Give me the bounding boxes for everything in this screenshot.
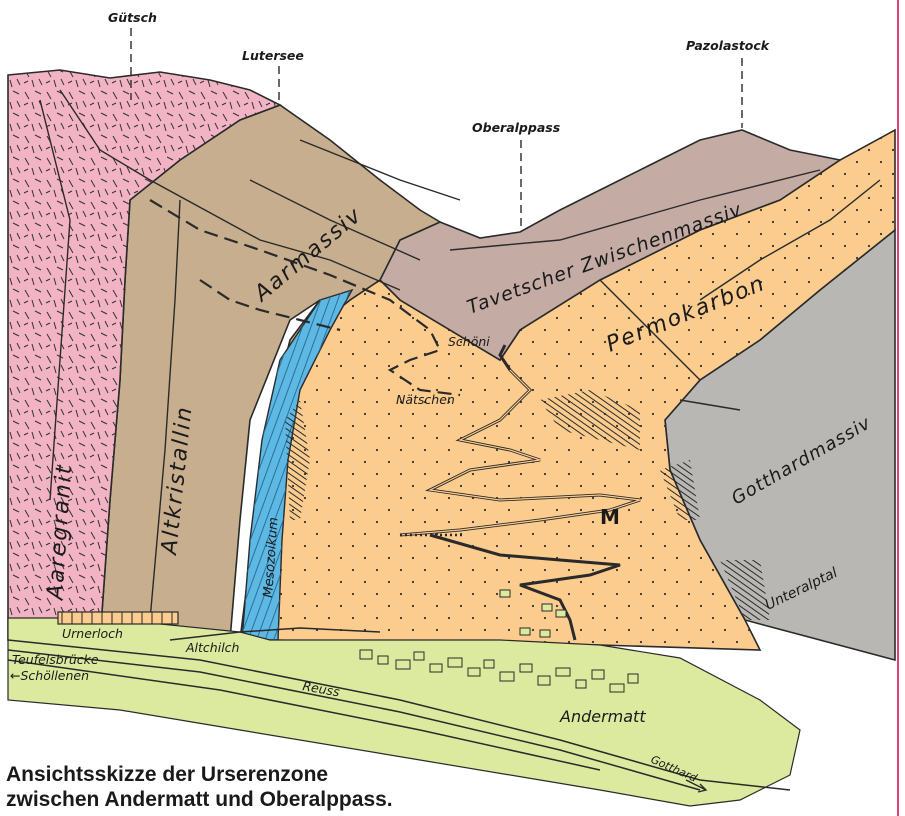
peak-label-guetsch: Gütsch [108, 10, 157, 25]
peak-label-lutersee: Lutersee [242, 48, 304, 63]
place-label-marker-m: M [600, 505, 620, 529]
place-label-schoeni: Schöni [448, 334, 490, 349]
place-label-schoellenen: ←Schöllenen [10, 668, 89, 683]
place-label-urnerloch: Urnerloch [62, 626, 123, 641]
place-label-teufelsbruecke: Teufelsbrücke [12, 652, 99, 667]
place-label-andermatt: Andermatt [559, 707, 646, 726]
page-edge-rule [897, 0, 899, 816]
peak-label-pazolastock: Pazolastock [686, 38, 770, 53]
figure-caption: Ansichtsskizze der Urserenzone zwischen … [6, 762, 566, 812]
urnerloch-gallery [58, 612, 178, 624]
place-label-naetschen: Nätschen [396, 392, 455, 407]
place-label-altchilch: Altchilch [185, 640, 240, 655]
peak-label-oberalppass: Oberalppass [472, 120, 560, 135]
caption-line-2: zwischen Andermatt und Oberalppass. [6, 787, 566, 812]
caption-line-1: Ansichtsskizze der Urserenzone [6, 762, 566, 787]
